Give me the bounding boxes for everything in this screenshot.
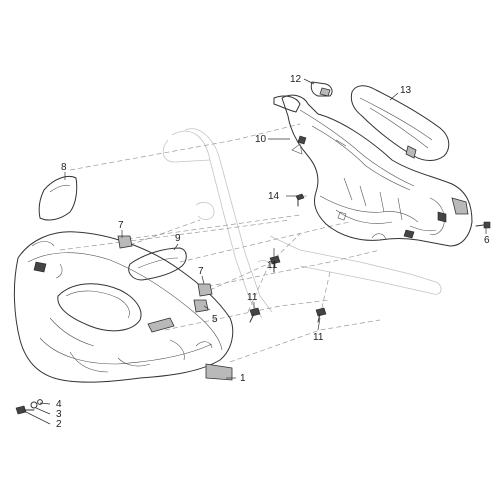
rear-bracket	[273, 95, 301, 113]
assembly-lines	[59, 123, 381, 363]
callout-8: 8	[61, 162, 67, 173]
callout-6: 6	[484, 235, 490, 246]
callout-13: 13	[400, 85, 412, 96]
callout-14: 14	[268, 191, 280, 202]
top-panel	[128, 247, 187, 281]
rear-handlebar-cover	[281, 94, 473, 247]
top-cover	[350, 85, 450, 161]
leader-lines	[25, 78, 487, 425]
side-panel	[38, 176, 78, 221]
callout-2: 2	[56, 419, 62, 430]
callout-7-upper: 7	[118, 220, 124, 231]
clip-nuts	[117, 235, 213, 313]
callout-1: 1	[240, 373, 246, 384]
callout-4: 4	[56, 399, 62, 410]
front-handlebar-cover	[13, 231, 234, 383]
callout-11-upper: 11	[267, 260, 278, 271]
callout-10: 10	[255, 134, 267, 145]
callout-7-lower: 7	[198, 266, 204, 277]
callout-5: 5	[212, 314, 218, 325]
small-clip	[310, 81, 333, 97]
callout-labels: 8 7 9 7 5 1 4 3 2 11 11 11 14 10 12 13 6	[56, 74, 490, 430]
callout-12: 12	[290, 74, 302, 85]
screws	[15, 193, 491, 415]
handlebar-tube	[162, 128, 442, 319]
callout-3: 3	[56, 409, 62, 420]
callout-11-right: 11	[313, 332, 324, 343]
callout-11-left: 11	[247, 292, 258, 303]
callout-9: 9	[175, 233, 181, 244]
